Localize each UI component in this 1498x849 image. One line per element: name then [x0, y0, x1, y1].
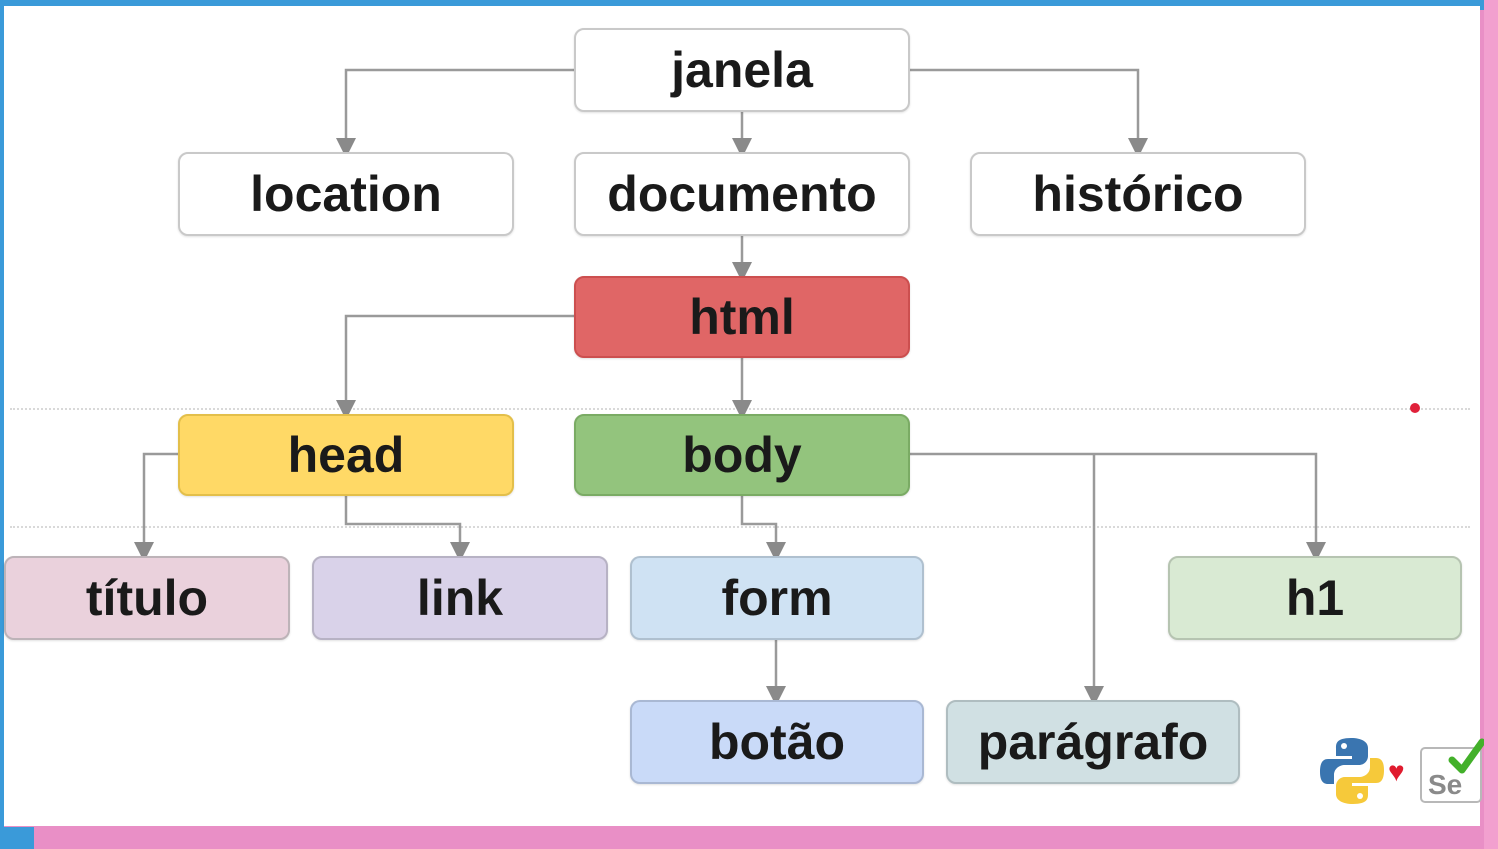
node-historico: histórico — [970, 152, 1306, 236]
edge-head-link — [344, 496, 470, 562]
node-h1: h1 — [1168, 556, 1462, 640]
selenium-logo-icon: Se — [1420, 738, 1484, 803]
node-janela: janela — [574, 28, 910, 112]
heart-icon: ♥ — [1388, 756, 1405, 787]
diagram-canvas: janela location documento histórico html… — [4, 6, 1484, 826]
node-botao: botão — [630, 700, 924, 784]
node-paragrafo: parágrafo — [946, 700, 1240, 784]
edge-janela-historico — [910, 68, 1148, 158]
selenium-badge-text: Se — [1428, 769, 1462, 800]
edge-body-form — [740, 496, 786, 562]
node-body: body — [574, 414, 910, 496]
guide-line — [10, 526, 1470, 528]
python-logo-icon — [1320, 738, 1384, 804]
edge-body-h1 — [910, 452, 1326, 562]
tree-connectors — [134, 68, 1326, 706]
node-html: html — [574, 276, 910, 358]
frame-top-border — [0, 0, 1498, 10]
frame-bottom-corner — [0, 827, 34, 849]
node-head: head — [178, 414, 514, 496]
node-link: link — [312, 556, 608, 640]
logo-group: ♥ Se — [1314, 736, 1484, 816]
frame-right-border — [1484, 0, 1498, 849]
edge-janela-location — [336, 68, 574, 158]
frame-left-border — [0, 0, 4, 849]
node-location: location — [178, 152, 514, 236]
node-documento: documento — [574, 152, 910, 236]
node-form: form — [630, 556, 924, 640]
edge-html-head — [336, 314, 574, 420]
cursor-dot — [1410, 403, 1420, 413]
node-titulo: título — [4, 556, 290, 640]
edge-head-titulo — [134, 452, 178, 562]
